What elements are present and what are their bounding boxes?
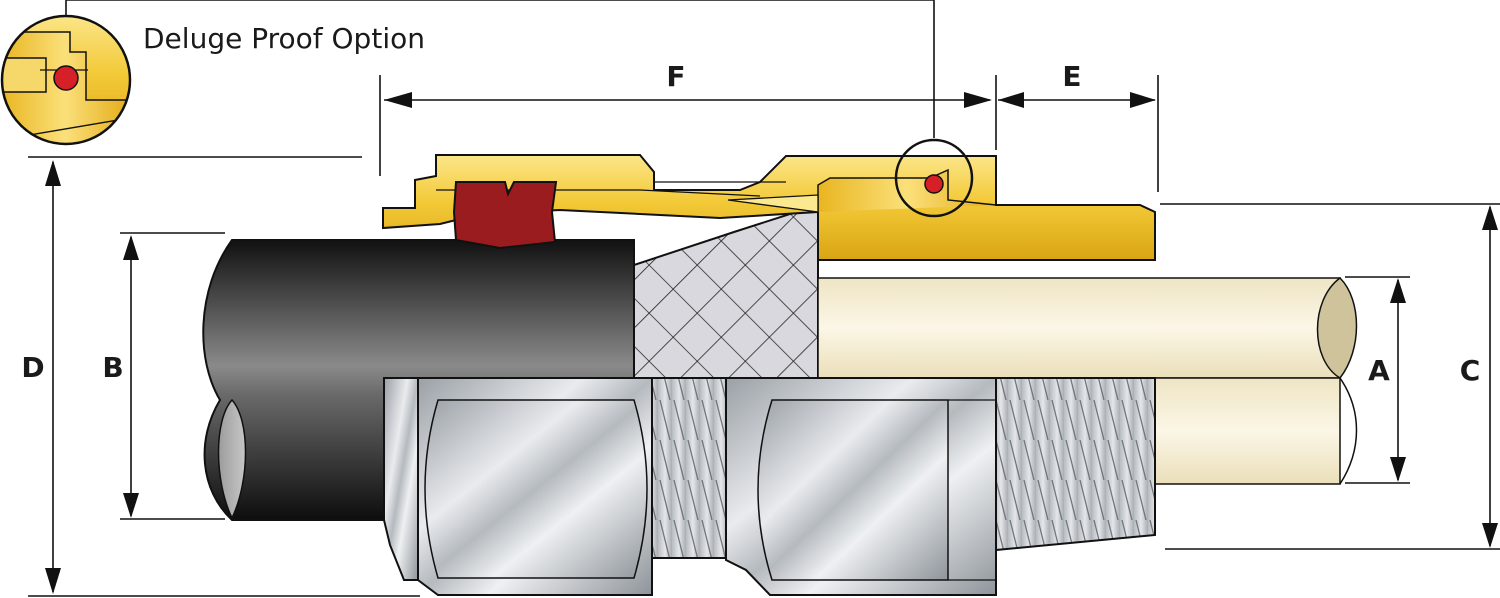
dimension-f [384,92,992,108]
deluge-proof-detail [0,14,132,146]
dimension-a [1390,278,1406,482]
cable-seal [452,181,558,250]
dimension-e [998,92,1156,108]
label-f: F [666,60,685,93]
label-e: E [1062,60,1081,93]
deluge-circle-marker [894,138,974,218]
dimension-d [45,160,61,594]
inner-cable [817,277,1358,485]
callout-label: Deluge Proof Option [143,22,425,55]
oring-detail [53,65,79,91]
oring-seal [924,174,944,194]
brass-gland-body [382,154,1156,261]
dimension-c [1482,205,1498,548]
label-a: A [1368,354,1390,387]
label-b: B [102,351,123,384]
callout-leader [65,0,935,138]
dimension-b [123,235,139,518]
armour-braid [633,203,819,379]
label-d: D [21,351,44,384]
metal-gland-body [383,377,1156,596]
label-c: C [1460,354,1481,387]
